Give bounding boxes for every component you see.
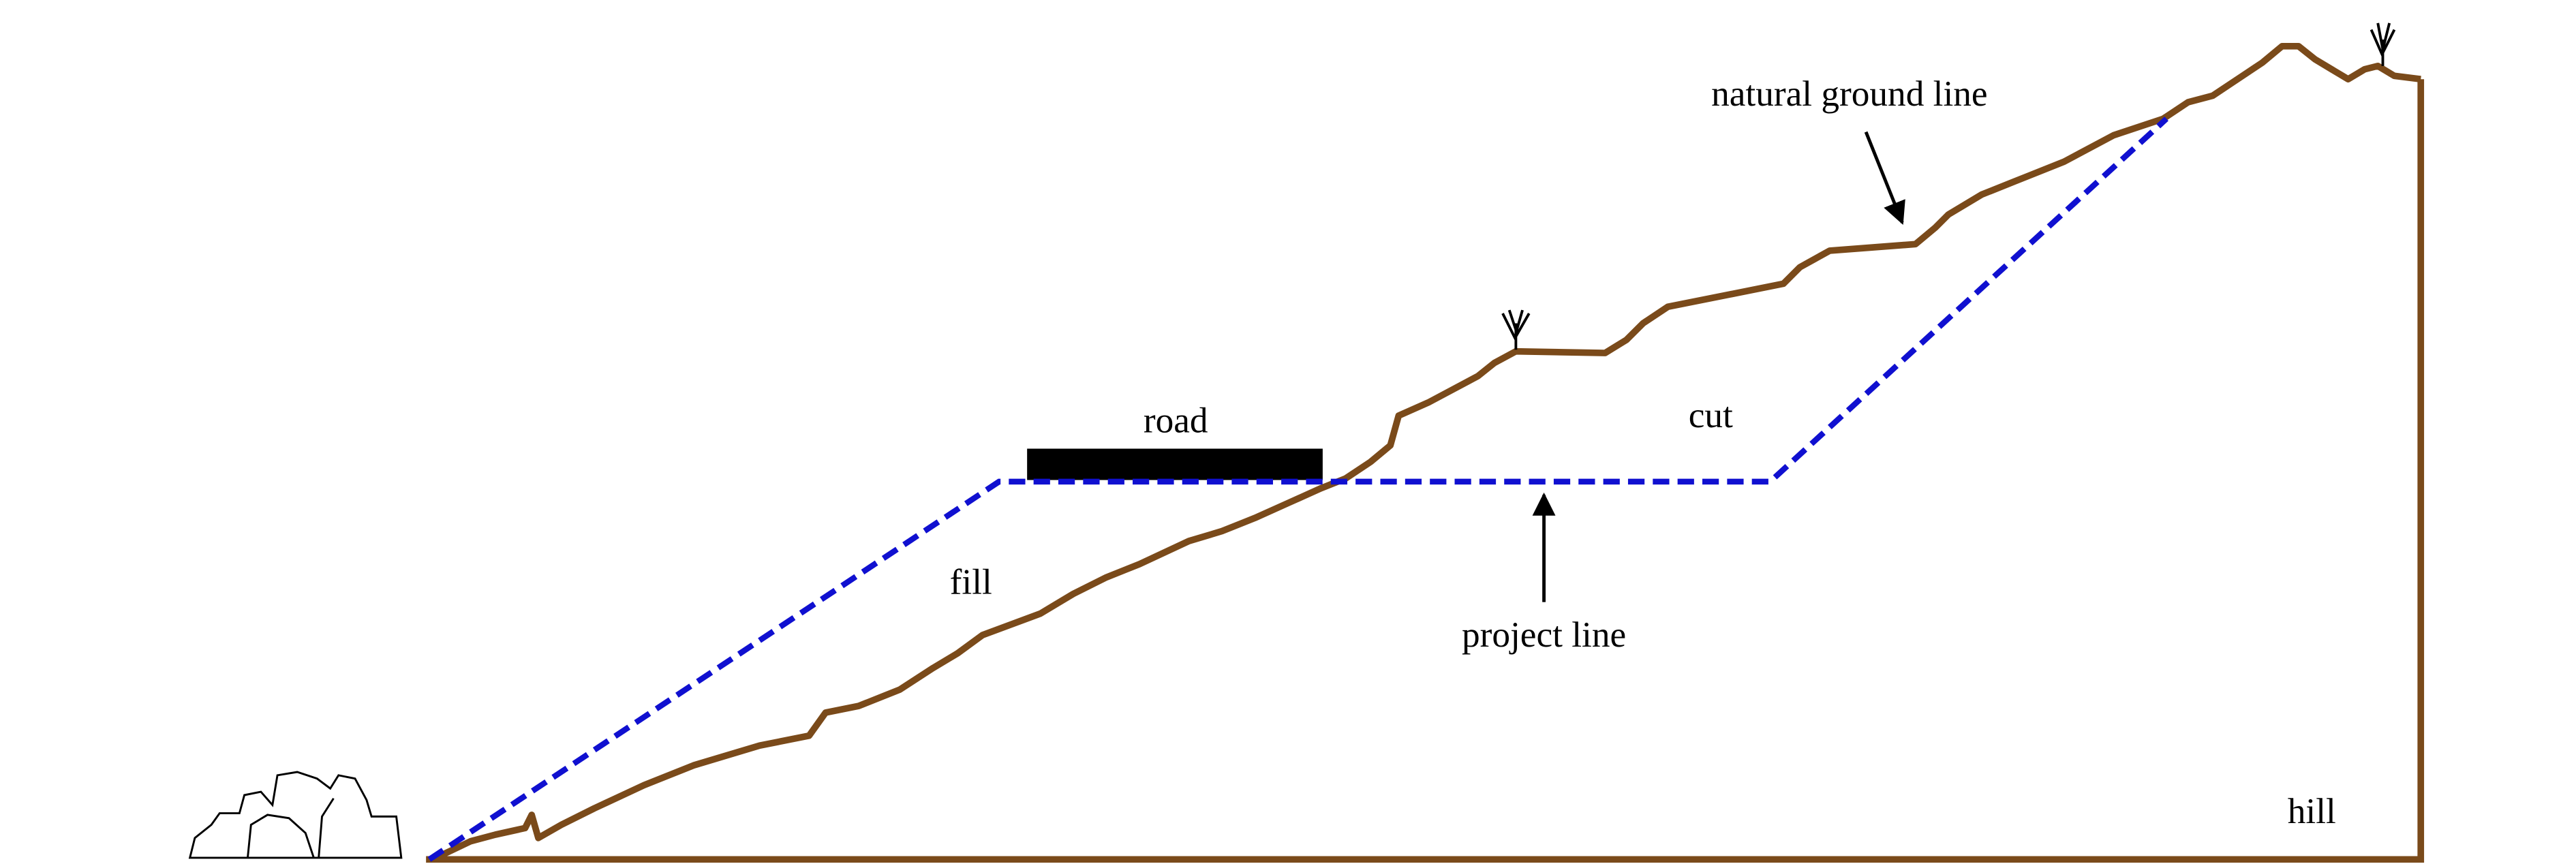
hill-label: hill (2288, 791, 2336, 831)
road-label: road (1144, 400, 1208, 440)
natural-ground-line-arrow (1864, 131, 1905, 225)
natural-ground-line-label: natural ground line (1711, 74, 1987, 114)
road-surface (1027, 448, 1323, 480)
cut-label: cut (1689, 395, 1733, 435)
project-line-label: project line (1462, 615, 1626, 655)
project-line (427, 117, 2168, 862)
ground-baseline (426, 79, 2425, 863)
natural-ground-line (431, 42, 2421, 863)
bushes-icon (188, 771, 403, 859)
plant-icon (1501, 22, 2396, 350)
fill-label: fill (950, 562, 992, 602)
